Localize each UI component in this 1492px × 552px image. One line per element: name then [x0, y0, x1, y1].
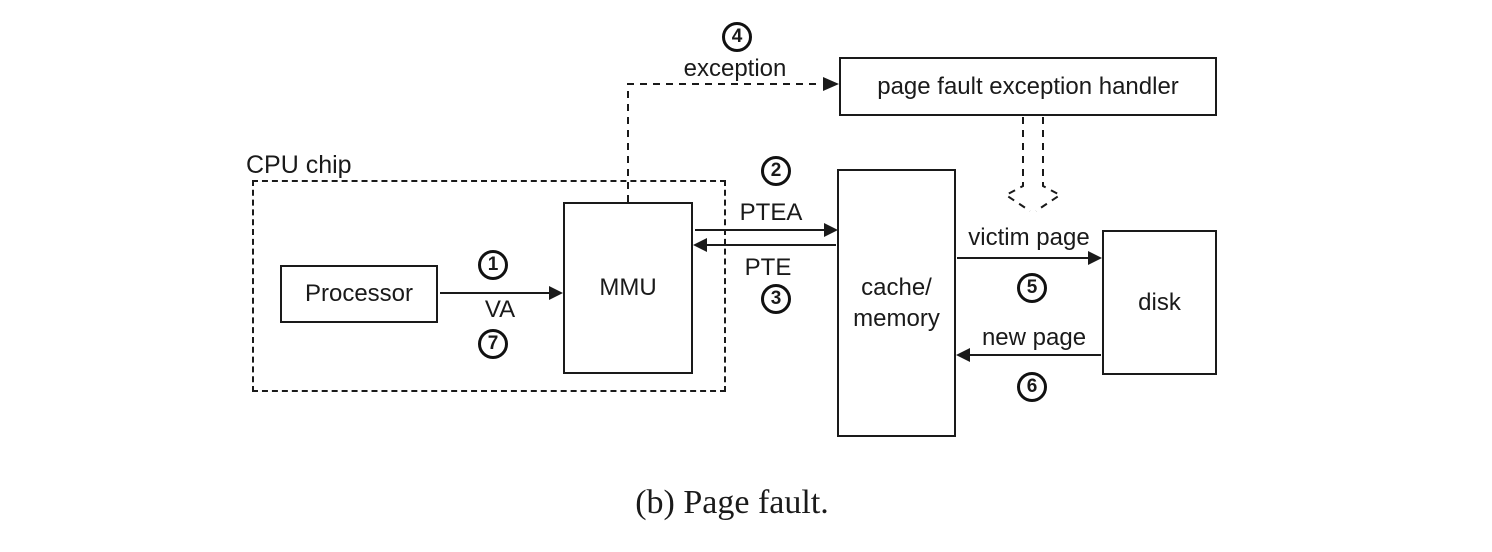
step-6-number: 6	[1026, 376, 1038, 397]
exception-label: exception	[683, 55, 787, 82]
step-3-number: 3	[770, 288, 782, 309]
pte-label: PTE	[744, 254, 792, 281]
step-3-badge: 3	[761, 284, 791, 314]
page-fault-exception-handler-box: page fault exception handler	[839, 57, 1217, 116]
cache-memory-label: cache/ memory	[853, 272, 940, 334]
figure-caption: (b) Page fault.	[635, 484, 829, 521]
step-7-badge: 7	[478, 329, 508, 359]
step-4-number: 4	[731, 26, 743, 47]
ptea-label: PTEA	[739, 199, 803, 226]
cpu-chip-boundary	[252, 180, 726, 392]
cache-memory-label-line1: cache/	[861, 273, 932, 301]
victim-page-arrow	[957, 251, 1102, 265]
cache-memory-box: cache/ memory	[837, 169, 956, 437]
mmu-label: MMU	[599, 274, 657, 302]
handler-return-arrow	[1004, 117, 1062, 212]
step-5-number: 5	[1026, 277, 1038, 298]
step-2-number: 2	[770, 160, 782, 181]
new-page-arrow	[956, 348, 1101, 362]
step-7-number: 7	[487, 333, 499, 354]
page-fault-exception-handler-label: page fault exception handler	[877, 72, 1179, 100]
pte-arrow	[693, 238, 836, 252]
va-arrow	[440, 286, 563, 300]
va-label: VA	[484, 296, 516, 323]
step-1-badge: 1	[478, 250, 508, 280]
processor-label: Processor	[304, 280, 414, 308]
disk-box: disk	[1102, 230, 1217, 375]
processor-box: Processor	[280, 265, 438, 323]
cache-memory-label-line2: memory	[853, 305, 940, 332]
step-6-badge: 6	[1017, 372, 1047, 402]
mmu-box: MMU	[563, 202, 693, 374]
disk-label: disk	[1138, 288, 1181, 316]
victim-page-label: victim page	[968, 224, 1090, 251]
exception-arrow	[627, 77, 839, 202]
ptea-arrow	[695, 223, 838, 237]
step-5-badge: 5	[1017, 273, 1047, 303]
new-page-label: new page	[981, 324, 1087, 351]
step-2-badge: 2	[761, 156, 791, 186]
cpu-chip-label: CPU chip	[246, 151, 352, 179]
step-1-number: 1	[487, 254, 499, 275]
step-4-badge: 4	[722, 22, 752, 52]
